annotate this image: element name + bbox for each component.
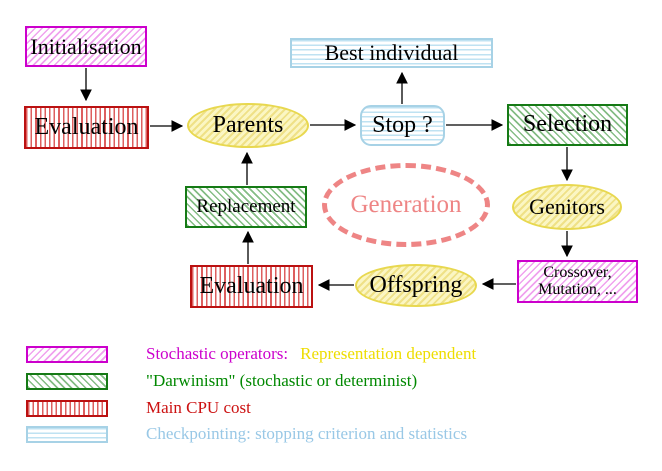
node-evaluation-top-label: Evaluation — [34, 113, 139, 140]
node-genitors-label: Genitors — [529, 194, 605, 220]
red-hatch-swatch — [26, 399, 108, 417]
legend-cpu-label: Main CPU cost — [146, 398, 251, 417]
legend-stochastic-text: Stochastic operators: Representation depe… — [146, 344, 476, 364]
node-evaluation-bottom-label: Evaluation — [199, 272, 304, 299]
green-hatch-swatch — [26, 372, 108, 390]
node-genitors: Genitors — [512, 184, 622, 230]
node-generation-label: Generation — [350, 190, 462, 218]
node-crossover-mutation-label: Crossover, Mutation, ... — [538, 263, 617, 298]
node-replacement-label: Replacement — [196, 196, 296, 218]
legend-darwinism-text: "Darwinism" (stochastic or determinist) — [146, 371, 417, 391]
legend-row-stochastic: Stochastic operators: Representation depe… — [26, 344, 476, 364]
node-selection: Selection — [507, 104, 628, 146]
node-best-individual-label: Best individual — [324, 40, 459, 66]
node-replacement: Replacement — [185, 186, 307, 228]
node-crossover-mutation: Crossover, Mutation, ... — [517, 260, 638, 303]
legend-row-darwinism: "Darwinism" (stochastic or determinist) — [26, 371, 417, 391]
node-parents: Parents — [187, 103, 309, 148]
cyan-hatch-swatch — [26, 425, 108, 443]
legend-checkpointing-label: Checkpointing: stopping criterion and st… — [146, 424, 468, 443]
legend-darwinism-label: "Darwinism" (stochastic or determinist) — [146, 371, 418, 390]
legend-checkpointing-text: Checkpointing: stopping criterion and st… — [146, 424, 467, 444]
node-offspring-label: Offspring — [369, 271, 463, 298]
node-selection-label: Selection — [522, 111, 613, 138]
node-initialisation-label: Initialisation — [30, 33, 142, 59]
node-parents-label: Parents — [212, 111, 284, 138]
node-stop: Stop ? — [360, 105, 445, 146]
node-evaluation-top: Evaluation — [24, 106, 149, 149]
node-initialisation: Initialisation — [25, 26, 147, 67]
legend-cpu-text: Main CPU cost — [146, 398, 251, 418]
legend-row-cpu-cost: Main CPU cost — [26, 398, 251, 418]
legend-representation-label: Representation dependent — [300, 344, 477, 363]
node-stop-label: Stop ? — [372, 111, 433, 138]
legend-row-checkpointing: Checkpointing: stopping criterion and st… — [26, 424, 467, 444]
node-generation-cycle: Generation — [322, 163, 490, 247]
node-evaluation-bottom: Evaluation — [190, 265, 313, 308]
node-offspring: Offspring — [355, 264, 477, 307]
magenta-hatch-swatch — [26, 345, 108, 363]
legend-stochastic-label: Stochastic operators: — [146, 344, 289, 363]
node-best-individual: Best individual — [290, 38, 493, 68]
